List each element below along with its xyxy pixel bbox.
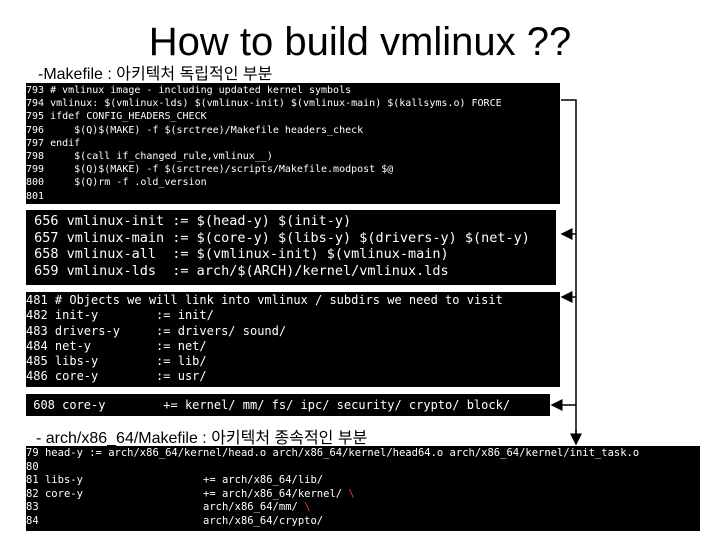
line-number: 84	[26, 514, 39, 527]
line-number: 656	[26, 213, 59, 229]
line-number: 794	[26, 98, 45, 110]
code-line: 657 vmlinux-main := $(core-y) $(libs-y) …	[26, 230, 556, 247]
code-line: 79 head-y := arch/x86_64/kernel/head.o a…	[26, 447, 700, 461]
code-text: net-y := net/	[47, 338, 207, 353]
line-number: 801	[26, 190, 45, 202]
code-text: arch/x86_64/crypto/	[38, 514, 324, 527]
code-line: 659 vmlinux-lds := arch/$(ARCH)/kernel/v…	[26, 263, 556, 280]
line-continuation-mark: \	[304, 501, 311, 514]
code-line: 796 $(Q)$(MAKE) -f $(srctree)/Makefile h…	[26, 124, 560, 137]
code-text: libs-y += arch/x86_64/lib/	[38, 474, 324, 487]
code-line: 801	[26, 190, 560, 203]
code-text: core-y := usr/	[47, 369, 207, 384]
line-number: 608	[26, 398, 55, 412]
slide-title: How to build vmlinux ??	[148, 20, 572, 64]
code-line: 485 libs-y := lib/	[26, 354, 560, 369]
code-line: 793 # vmlinux image - including updated …	[26, 84, 560, 97]
code-text: endif	[44, 137, 81, 149]
code-text: vmlinux-lds := arch/$(ARCH)/kernel/vmlin…	[58, 262, 449, 279]
code-text: vmlinux-main := $(core-y) $(libs-y) $(dr…	[58, 229, 530, 246]
code-text: vmlinux-init := $(head-y) $(init-y)	[58, 213, 352, 229]
code-line: 486 core-y := usr/	[26, 369, 560, 384]
code-text: $(Q)rm -f .old_version	[44, 177, 207, 189]
line-number: 83	[26, 501, 39, 514]
code-line: 608 core-y += kernel/ mm/ fs/ ipc/ secur…	[26, 394, 550, 416]
code-text: core-y += arch/x86_64/kernel/	[38, 487, 349, 500]
line-number: 797	[26, 137, 45, 149]
code-text: libs-y := lib/	[47, 354, 207, 369]
code-line: 483 drivers-y := drivers/ sound/	[26, 324, 560, 339]
line-number: 80	[26, 460, 39, 473]
code-line: 798 $(call if_changed_rule,vmlinux__)	[26, 150, 560, 163]
code-line: 799 $(Q)$(MAKE) -f $(srctree)/scripts/Ma…	[26, 163, 560, 176]
code-line: 482 init-y := init/	[26, 308, 560, 323]
makefile-section-label: -Makefile : 아키텍처 독립적인 부분	[38, 66, 273, 83]
code-line: 84 arch/x86_64/crypto/	[26, 515, 700, 529]
code-line: 656 vmlinux-init := $(head-y) $(init-y)	[26, 213, 556, 230]
line-number: 657	[26, 229, 59, 246]
code-text: arch/x86_64/mm/	[38, 501, 305, 514]
code-text: init-y := init/	[47, 308, 214, 323]
code-block-vmlinux-target: 793 # vmlinux image - including updated …	[26, 83, 560, 204]
line-number: 485	[26, 354, 48, 369]
arch-makefile-section-label: - arch/x86_64/Makefile : 아키텍처 종속적인 부분	[36, 430, 368, 447]
code-text: $(Q)$(MAKE) -f $(srctree)/Makefile heade…	[44, 124, 364, 136]
code-line: 81 libs-y += arch/x86_64/lib/	[26, 474, 700, 488]
line-number: 800	[26, 177, 45, 189]
connector-line	[561, 99, 577, 440]
code-line: 794 vmlinux: $(vmlinux-lds) $(vmlinux-in…	[26, 97, 560, 110]
code-text: $(Q)$(MAKE) -f $(srctree)/scripts/Makefi…	[44, 164, 394, 176]
line-number: 481	[26, 293, 48, 307]
code-text: ifdef CONFIG_HEADERS_CHECK	[44, 111, 207, 123]
code-text: # vmlinux image - including updated kern…	[44, 85, 352, 96]
line-number: 796	[26, 124, 45, 136]
line-number: 486	[26, 369, 48, 384]
code-block-arch-makefile: 79 head-y := arch/x86_64/kernel/head.o a…	[26, 446, 700, 531]
line-number: 658	[26, 246, 59, 262]
code-text: # Objects we will link into vmlinux / su…	[47, 293, 503, 307]
code-line: 80	[26, 461, 700, 475]
line-number: 798	[26, 151, 45, 163]
code-line: 481 # Objects we will link into vmlinux …	[26, 293, 560, 308]
line-number: 79	[26, 447, 39, 459]
line-continuation-mark: \	[348, 487, 355, 500]
code-line: 484 net-y := net/	[26, 339, 560, 354]
code-line: 800 $(Q)rm -f .old_version	[26, 176, 560, 189]
code-line: 797 endif	[26, 137, 560, 150]
code-line: 658 vmlinux-all := $(vmlinux-init) $(vml…	[26, 246, 556, 263]
code-line: 82 core-y += arch/x86_64/kernel/ \	[26, 488, 700, 502]
line-number: 483	[26, 323, 48, 338]
line-number: 799	[26, 164, 45, 176]
code-block-vmlinux-vars: 656 vmlinux-init := $(head-y) $(init-y) …	[26, 210, 556, 285]
line-number: 659	[26, 262, 59, 279]
code-block-objects: 481 # Objects we will link into vmlinux …	[26, 292, 560, 387]
code-line: 83 arch/x86_64/mm/ \	[26, 501, 700, 515]
code-text: vmlinux: $(vmlinux-lds) $(vmlinux-init) …	[44, 98, 502, 110]
code-text: drivers-y := drivers/ sound/	[47, 323, 287, 338]
line-number: 82	[26, 487, 39, 500]
line-number: 795	[26, 111, 45, 123]
code-text: core-y += kernel/ mm/ fs/ ipc/ security/…	[54, 398, 511, 412]
line-number: 81	[26, 474, 39, 487]
line-number: 793	[26, 85, 45, 96]
line-number: 482	[26, 308, 48, 323]
code-text: vmlinux-all := $(vmlinux-init) $(vmlinux…	[58, 246, 449, 262]
code-text: $(call if_changed_rule,vmlinux__)	[44, 151, 273, 163]
code-text: head-y := arch/x86_64/kernel/head.o arch…	[38, 447, 640, 459]
code-line: 795 ifdef CONFIG_HEADERS_CHECK	[26, 110, 560, 123]
code-block-core-y: 608 core-y += kernel/ mm/ fs/ ipc/ secur…	[26, 394, 550, 416]
line-number: 484	[26, 338, 48, 353]
